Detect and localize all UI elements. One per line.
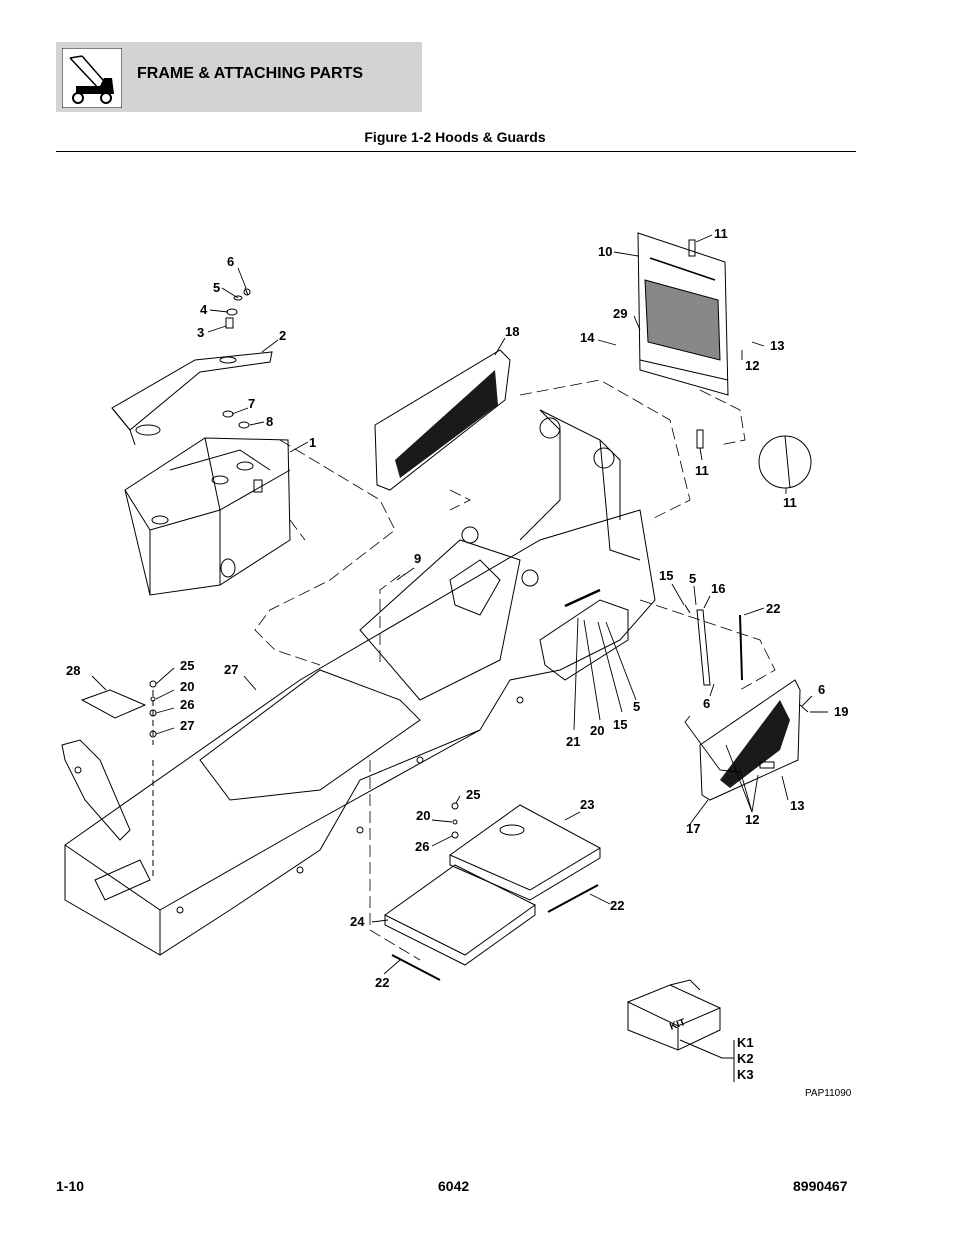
callout-8: 8	[266, 414, 273, 429]
callout-27-mid: 27	[224, 662, 238, 677]
callout-11-top: 11	[714, 226, 728, 241]
callout-14: 14	[580, 330, 595, 345]
callout-27-left: 27	[180, 718, 194, 733]
drawing-code: PAP11090	[805, 1088, 852, 1099]
callout-1: 1	[309, 435, 316, 450]
part-belly-plates	[384, 804, 602, 966]
callout-13-top: 13	[770, 338, 784, 353]
boom-lift-icon	[62, 48, 122, 108]
callout-5-right: 5	[689, 571, 696, 586]
callout-21: 21	[566, 734, 580, 749]
manual-part-number: 8990467	[793, 1178, 848, 1194]
callout-16: 16	[711, 581, 725, 596]
callout-25-bottom: 25	[466, 787, 480, 802]
callout-15-mid: 15	[613, 717, 627, 732]
callout-26-left: 26	[180, 697, 194, 712]
model-number: 6042	[438, 1178, 470, 1194]
part-main-frame	[61, 409, 656, 956]
callout-3: 3	[197, 325, 204, 340]
callout-15-right: 15	[659, 568, 673, 583]
callout-4: 4	[200, 302, 208, 317]
callout-12-bottom: 12	[745, 812, 759, 827]
callout-18: 18	[505, 324, 519, 339]
kit-item-k3: K3	[737, 1067, 754, 1082]
callout-22-right: 22	[766, 601, 780, 616]
part-rear-grille	[637, 232, 729, 396]
callout-5: 5	[213, 280, 220, 295]
callout-6-mid: 6	[703, 696, 710, 711]
part-lid-panel	[111, 351, 273, 446]
callout-20-mid: 20	[590, 723, 604, 738]
callout-5-mid: 5	[633, 699, 640, 714]
callout-29: 29	[613, 306, 627, 321]
callout-7: 7	[248, 396, 255, 411]
kit-box-label: KIT	[668, 1017, 687, 1033]
figure-title: Figure 1-2 Hoods & Guards	[364, 129, 546, 145]
part-right-side-screen	[699, 679, 801, 801]
callout-17: 17	[686, 821, 700, 836]
header-rule	[56, 151, 856, 152]
kit-item-k1: K1	[737, 1035, 754, 1050]
callout-19: 19	[834, 704, 848, 719]
section-title: FRAME & ATTACHING PARTS	[137, 65, 364, 82]
callout-9: 9	[414, 551, 421, 566]
callout-6-right: 6	[818, 682, 825, 697]
part-side-screen	[374, 349, 511, 491]
callout-24: 24	[350, 914, 365, 929]
part-hood-box	[124, 437, 291, 596]
callout-26-bottom: 26	[415, 839, 429, 854]
callout-11-detail: 11	[783, 495, 797, 510]
callout-13-bottom: 13	[790, 798, 804, 813]
callout-6: 6	[227, 254, 234, 269]
callout-20-left: 20	[180, 679, 194, 694]
callout-10: 10	[598, 244, 612, 259]
callout-11-mid: 11	[695, 463, 709, 478]
kit-item-k2: K2	[737, 1051, 754, 1066]
callout-28: 28	[66, 663, 80, 678]
page-number: 1-10	[56, 1178, 85, 1194]
callout-22-bottom: 22	[610, 898, 624, 913]
callout-23: 23	[580, 797, 594, 812]
callout-2: 2	[279, 328, 286, 343]
callout-12-top: 12	[745, 358, 759, 373]
kit-box-icon	[626, 979, 722, 1051]
callout-labels: 6 5 4 3 2 7 8 1 18 10 11 29 14 13 12 11 …	[66, 226, 852, 1099]
callout-22-lower: 22	[375, 975, 389, 990]
callout-20-bottom: 20	[416, 808, 430, 823]
callout-25-left: 25	[180, 658, 194, 673]
